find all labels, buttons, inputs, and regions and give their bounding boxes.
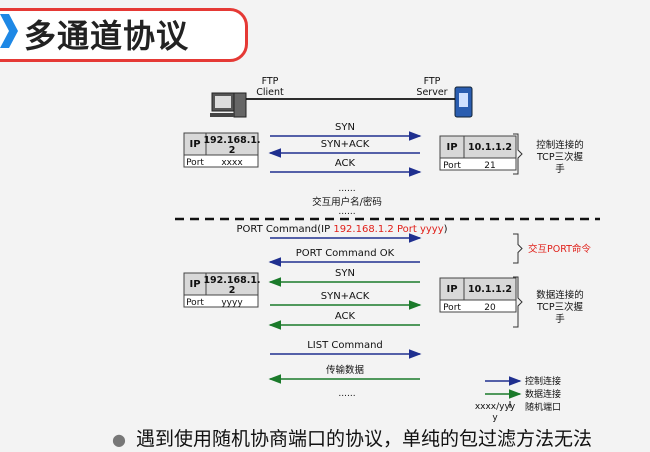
port-note: 交互PORT命令 bbox=[528, 243, 591, 255]
data-syn-label: SYN bbox=[335, 268, 355, 279]
data-server-table-ip-label: IP bbox=[446, 284, 457, 295]
list-command-label: LIST Command bbox=[307, 340, 383, 351]
client-computer-icon bbox=[210, 92, 247, 118]
port-brace bbox=[513, 233, 523, 264]
control-dots-1: ...... bbox=[338, 184, 355, 194]
control-client-table-ip-label: IP bbox=[189, 139, 200, 150]
data-client-table-port: yyyy bbox=[221, 298, 243, 308]
page-title: 多通道协议 bbox=[24, 17, 190, 55]
port-command-label: PORT Command(IP 192.168.1.2 Port yyyy) bbox=[236, 224, 447, 235]
control-server-table-ip: 10.1.1.2 bbox=[468, 142, 512, 153]
data-client-table-port-label: Port bbox=[186, 298, 204, 308]
data-dots: ...... bbox=[338, 389, 355, 399]
data-server-table-port-label: Port bbox=[443, 303, 461, 313]
client-tower bbox=[233, 92, 247, 118]
bullet-text: 遇到使用随机协商端口的协议，单纯的包过滤方法无法 bbox=[135, 428, 592, 450]
client-screen bbox=[215, 96, 231, 108]
control-synack-label: SYN+ACK bbox=[321, 139, 370, 150]
legend-random-label: 随机端口 bbox=[525, 401, 561, 413]
port-ok-label: PORT Command OK bbox=[296, 248, 395, 259]
client-keyboard bbox=[210, 113, 234, 117]
control-client-table-port-label: Port bbox=[186, 158, 204, 168]
control-ack-label: ACK bbox=[335, 158, 356, 169]
control-client-table-ip: 192.168.1.2 bbox=[203, 135, 260, 156]
control-brace bbox=[513, 133, 523, 175]
data-server-table-ip: 10.1.1.2 bbox=[468, 284, 512, 295]
legend-control-label: 控制连接 bbox=[525, 375, 561, 387]
data-ack-label: ACK bbox=[335, 311, 356, 322]
transfer-label: 传输数据 bbox=[326, 364, 365, 376]
data-brace bbox=[513, 276, 523, 328]
data-server-table-port: 20 bbox=[484, 303, 496, 313]
bullet-point: ● 遇到使用随机协商端口的协议，单纯的包过滤方法无法 bbox=[112, 424, 592, 451]
data-client-table-ip-label: IP bbox=[189, 279, 200, 290]
user-pass-label: 交互用户名/密码 bbox=[312, 196, 382, 208]
control-server-table-port-label: Port bbox=[443, 161, 461, 171]
control-dots-2: ...... bbox=[338, 207, 355, 217]
server-panel bbox=[459, 93, 468, 107]
bullet-dot-icon: ● bbox=[112, 430, 126, 449]
chevron-right-icon bbox=[0, 14, 18, 48]
legend-data-label: 数据连接 bbox=[525, 388, 561, 400]
data-synack-label: SYN+ACK bbox=[321, 291, 370, 302]
control-server-table-ip-label: IP bbox=[446, 142, 457, 153]
title-banner: 多通道协议 bbox=[0, 0, 248, 62]
control-syn-label: SYN bbox=[335, 122, 355, 133]
control-client-table-port: xxxx bbox=[221, 158, 243, 168]
title-frame bbox=[0, 8, 248, 62]
server-icon bbox=[454, 86, 473, 118]
data-client-table-ip: 192.168.1.2 bbox=[203, 275, 260, 296]
control-server-table-port: 21 bbox=[484, 161, 495, 171]
